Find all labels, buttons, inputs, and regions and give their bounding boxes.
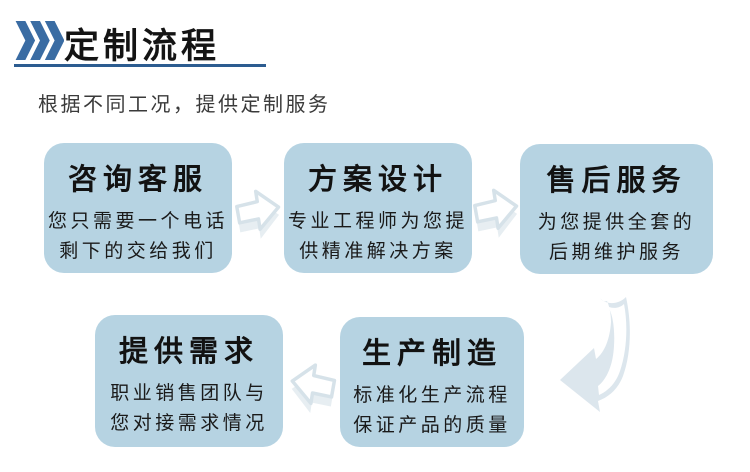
step-box-requirements: 提供需求 职业销售团队与 您对接需求情况 [95, 315, 283, 447]
step-title: 售后服务 [546, 165, 687, 197]
step-desc-line: 您只需要一个电话 [47, 210, 228, 232]
step-desc-line: 为您提供全套的 [537, 211, 696, 233]
step-desc-line: 后期维护服务 [548, 241, 684, 263]
arrow-right-icon [235, 189, 281, 239]
step-desc-line: 您对接需求情况 [110, 412, 268, 434]
step-desc-line: 标准化生产流程 [353, 384, 511, 406]
step-box-production: 生产制造 标准化生产流程 保证产品的质量 [340, 317, 524, 447]
step-title: 方案设计 [307, 164, 448, 196]
arrow-bend-down-left-icon [560, 297, 630, 412]
triple-chevron-icon [15, 21, 64, 60]
step-box-design: 方案设计 专业工程师为您提 供精准解决方案 [284, 143, 472, 273]
step-box-consult: 咨询客服 您只需要一个电话 剩下的交给我们 [44, 143, 232, 273]
title-underline [14, 64, 266, 67]
step-desc-line: 专业工程师为您提 [287, 210, 468, 232]
page-title: 定制流程 [64, 27, 221, 66]
step-desc-line: 保证产品的质量 [353, 414, 511, 436]
step-title: 生产制造 [361, 338, 502, 370]
step-desc-line: 职业销售团队与 [110, 382, 268, 404]
step-desc-line: 供精准解决方案 [299, 240, 457, 262]
page-subtitle: 根据不同工况，提供定制服务 [38, 94, 331, 116]
arrow-right-icon [473, 188, 519, 238]
step-title: 咨询客服 [67, 164, 208, 196]
step-box-aftersales: 售后服务 为您提供全套的 后期维护服务 [520, 144, 713, 274]
step-desc-line: 剩下的交给我们 [59, 240, 217, 262]
step-title: 提供需求 [118, 336, 259, 368]
arrow-left-icon [290, 363, 337, 413]
